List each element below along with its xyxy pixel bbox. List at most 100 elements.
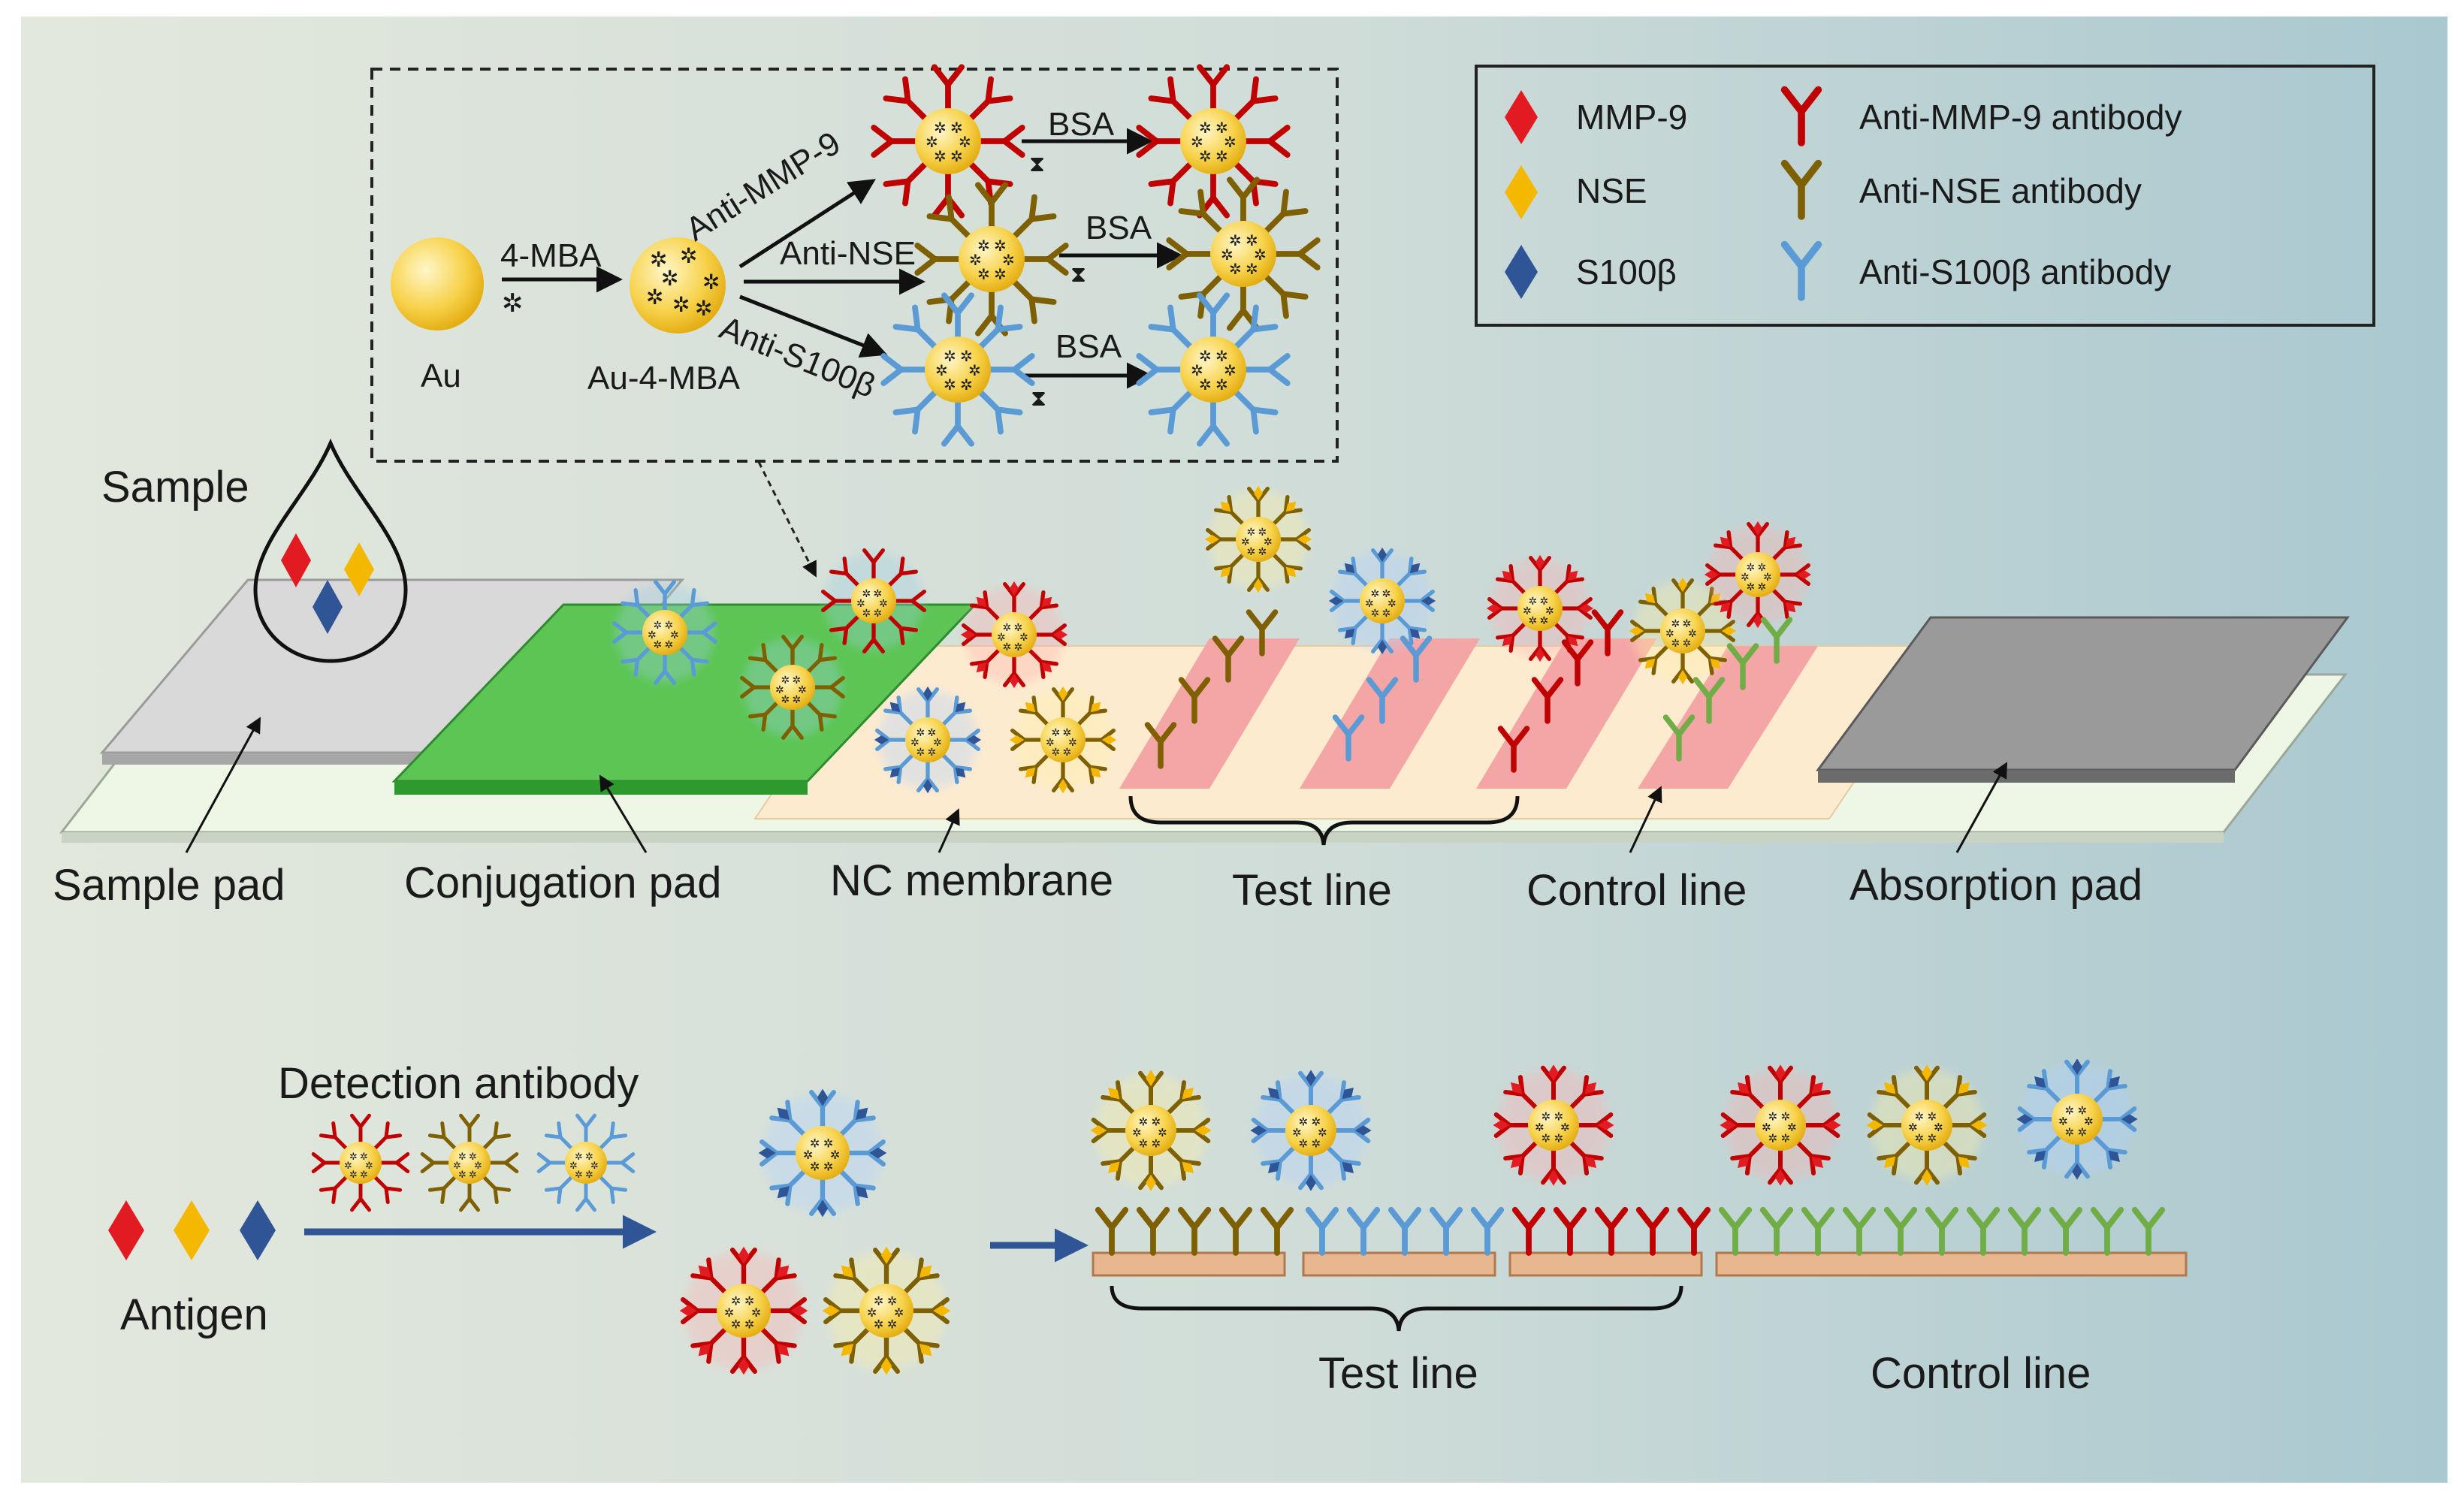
- svg-text:✲: ✲: [887, 1319, 897, 1332]
- bsa-icon-1: ⧗: [1029, 152, 1045, 177]
- svg-text:✲: ✲: [1688, 627, 1697, 639]
- antibody-icon: [2091, 1133, 2127, 1170]
- antibody-icon: [1261, 1145, 1297, 1181]
- antibody-icon: [1777, 563, 1810, 587]
- svg-text:✲: ✲: [823, 1161, 833, 1174]
- capture-antibody-icon: [1144, 722, 1177, 769]
- antibody-icon: [880, 352, 930, 387]
- mba-molecule-icon: ✲: [502, 289, 524, 318]
- antibody-icon: [1226, 177, 1261, 226]
- capture-control-antibody-icon: [1759, 1206, 1794, 1256]
- antibody-icon: [1730, 1139, 1766, 1176]
- antibody-icon: [1251, 1118, 1289, 1143]
- svg-text:✲: ✲: [1254, 247, 1267, 264]
- antibody-icon: [1262, 273, 1309, 319]
- svg-text:✲: ✲: [365, 1160, 373, 1171]
- antibody-icon: [829, 614, 861, 645]
- svg-text:✲: ✲: [1046, 736, 1055, 748]
- conjugate-on-pad-3: ✲✲✲✲✲✲: [821, 548, 926, 653]
- svg-text:✲: ✲: [469, 1151, 477, 1162]
- detection-conjugate-mmp9: ✲✲✲✲✲✲: [311, 1113, 410, 1212]
- svg-text:✲: ✲: [1247, 526, 1256, 538]
- svg-text:✲: ✲: [458, 1151, 467, 1162]
- svg-text:✲: ✲: [1229, 233, 1242, 249]
- bound-antigen-icon: [1720, 536, 1731, 548]
- antibody-icon: [1370, 620, 1394, 653]
- bound-antigen-icon: [1502, 570, 1513, 581]
- antibody-icon: [910, 1296, 950, 1325]
- capture-antibody-icon: [1591, 609, 1624, 656]
- svg-text:✲: ✲: [695, 297, 712, 320]
- bound-antigen-icon: [1922, 1064, 1932, 1082]
- anti-mmp9-conjugate: ✲✲✲✲✲✲: [871, 64, 1025, 219]
- svg-text:✲: ✲: [1540, 614, 1549, 626]
- antibody-icon: [536, 1151, 568, 1174]
- svg-text:✲: ✲: [731, 1295, 741, 1308]
- antibody-icon: [349, 1113, 372, 1145]
- antibody-icon: [1166, 237, 1215, 271]
- antibody-icon: [575, 1181, 597, 1212]
- antibody-icon: [962, 623, 995, 647]
- svg-text:✲: ✲: [751, 1307, 761, 1320]
- antibody-icon: [1720, 1112, 1759, 1138]
- bound-antigen-icon: [1025, 767, 1036, 778]
- svg-text:✲: ✲: [916, 726, 926, 738]
- legend-anti-mmp9-antibody: Anti-MMP-9 antibody: [1859, 98, 2182, 137]
- bound-antigen-icon: [955, 702, 966, 713]
- antibody-icon: [1553, 564, 1584, 596]
- svg-text:✲: ✲: [798, 684, 807, 696]
- antibody-icon: [1136, 124, 1185, 158]
- bound-antigen-icon: [1342, 1088, 1354, 1100]
- bound-antigen-icon: [2016, 1114, 2034, 1124]
- svg-text:✲: ✲: [935, 363, 948, 379]
- antibody-icon: [1493, 1112, 1532, 1138]
- antibody-icon: [544, 1121, 574, 1151]
- antibody-icon: [1262, 189, 1309, 235]
- svg-text:✲: ✲: [874, 587, 883, 599]
- antibody-icon: [808, 1090, 837, 1130]
- antibody-icon: [1051, 687, 1075, 721]
- bound-antigen-icon: [1775, 1169, 1786, 1186]
- bound-antigen-icon: [919, 1265, 932, 1278]
- capture-antibody-icon: [1332, 714, 1365, 762]
- svg-text:✲: ✲: [1258, 526, 1267, 538]
- legend-nse: NSE: [1576, 171, 1647, 210]
- antibody-icon: [1705, 563, 1739, 587]
- antibody-icon: [1795, 1075, 1831, 1111]
- antibody-icon: [1325, 1080, 1361, 1116]
- bound-antigen-icon: [1597, 1120, 1614, 1130]
- antibody-icon: [1714, 530, 1745, 562]
- antibody-icon: [838, 1169, 876, 1206]
- antibody-icon: [1002, 653, 1026, 687]
- svg-text:✲: ✲: [1221, 247, 1234, 264]
- svg-text:✲: ✲: [1545, 605, 1554, 617]
- antibody-icon: [1503, 1075, 1539, 1111]
- test-line-stripe-2: [1300, 638, 1480, 789]
- bound-antigen-icon: [1285, 501, 1297, 512]
- bound-antigen-icon: [1409, 563, 1421, 574]
- capture-antibody-icon: [1497, 726, 1530, 773]
- test-pad-s100b: [1508, 1251, 1703, 1277]
- bound-antigen-icon: [1090, 702, 1101, 713]
- bound-antigen-icon: [817, 1088, 829, 1106]
- svg-text:✲: ✲: [1139, 1115, 1149, 1128]
- svg-text:✲: ✲: [856, 597, 865, 609]
- svg-text:✲: ✲: [933, 736, 942, 748]
- test-pad-mmp9: [1092, 1251, 1286, 1277]
- svg-text:✲: ✲: [731, 1319, 741, 1332]
- antibody-icon: [1246, 487, 1270, 521]
- svg-text:✲: ✲: [1747, 581, 1756, 593]
- antibody-icon: [678, 588, 709, 620]
- s100b-antigen-icon: [313, 580, 343, 634]
- antibody-icon: [769, 1100, 807, 1137]
- backing-card-edge: [62, 832, 2224, 843]
- bound-antigen-icon: [1194, 1125, 1212, 1136]
- antibody-icon: [1575, 1112, 1614, 1138]
- antibody-icon: [311, 1151, 343, 1174]
- bound-antigen-icon: [1108, 1088, 1120, 1100]
- nse-antigen-icon: [344, 542, 374, 596]
- antibody-icon: [1795, 1139, 1831, 1176]
- bound-antigen-icon: [2108, 1076, 2120, 1088]
- svg-text:✲: ✲: [1199, 349, 1212, 365]
- bound-antigen-icon: [1378, 639, 1387, 655]
